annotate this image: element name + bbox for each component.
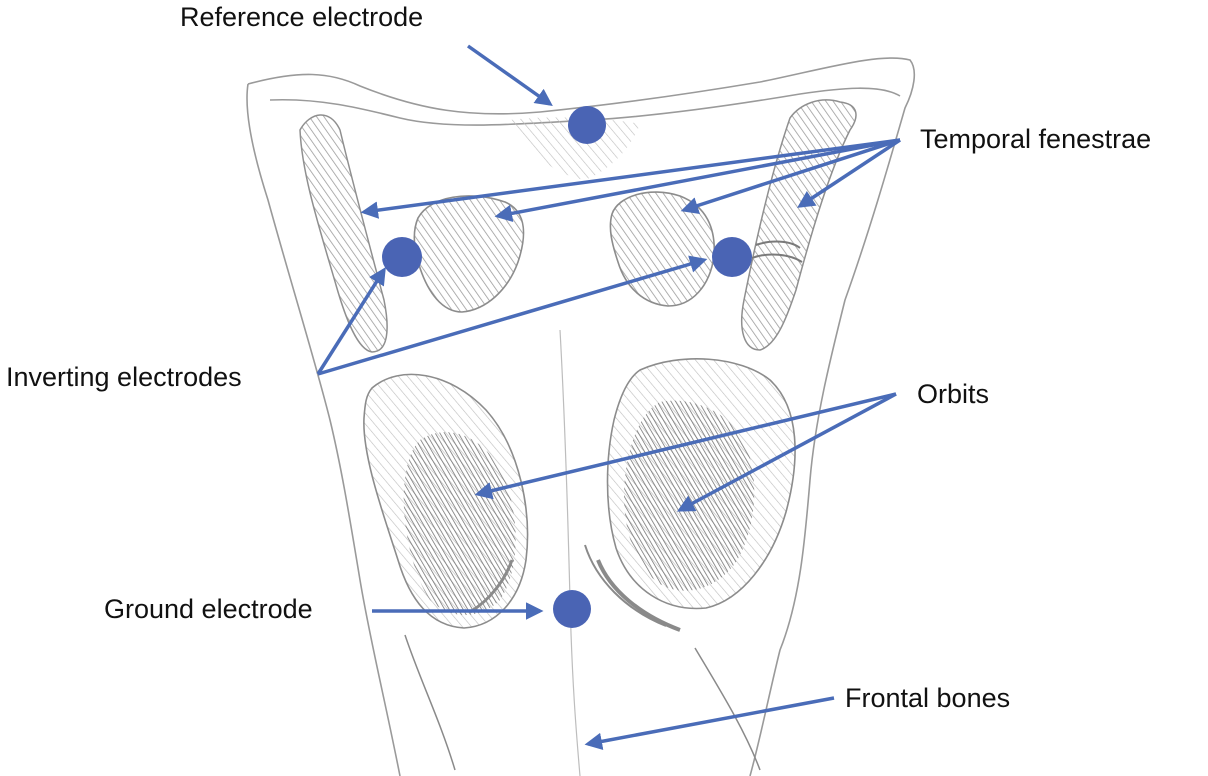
arrow-inverting-right (317, 255, 708, 376)
lower-bone-shading (404, 544, 761, 771)
reference-electrode-dot (568, 106, 606, 144)
orbit-shapes (363, 358, 796, 629)
electrodes (382, 106, 752, 628)
inverting-electrodes-label: Inverting electrodes (6, 362, 242, 392)
ground-electrode-label: Ground electrode (104, 594, 313, 624)
right-inverting-electrode-dot (712, 237, 752, 277)
ground-electrode-dot (553, 590, 591, 628)
arrow-frontal-bones (584, 696, 835, 751)
temporal-fenestrae-label: Temporal fenestrae (920, 124, 1152, 154)
reference-electrode-label: Reference electrode (180, 2, 424, 32)
arrow-temporal-right-inner (680, 138, 901, 215)
central-shading (510, 117, 640, 180)
upper-fenestrae-shapes (413, 191, 716, 313)
arrow-orbits-left (474, 392, 897, 500)
arrow-temporal-right-outer (797, 138, 901, 208)
orbits-label: Orbits (917, 379, 990, 409)
left-temporal-fenestra (299, 114, 388, 353)
arrow-temporal-left-inner (494, 138, 901, 222)
left-inverting-electrode-dot (382, 237, 422, 277)
right-temporal-fenestra (741, 99, 857, 351)
arrow-reference-electrode (466, 44, 553, 107)
arrow-orbits-right (676, 392, 897, 512)
arrow-temporal-left-outer (360, 138, 901, 219)
frontal-bones-label: Frontal bones (845, 683, 1011, 713)
arrows (316, 44, 901, 751)
arrow-inverting-left (316, 267, 386, 375)
